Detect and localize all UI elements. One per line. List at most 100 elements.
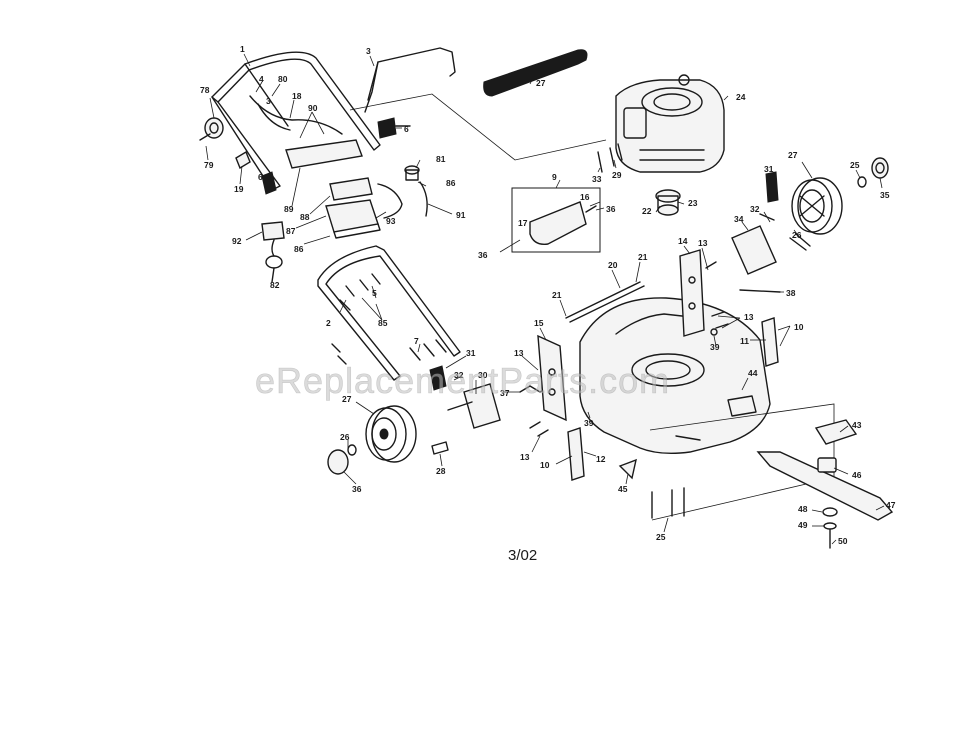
callout-34: 34 [734,214,744,224]
callout-22: 22 [642,206,652,216]
callout-32: 32 [750,204,760,214]
bolt-38 [739,289,781,293]
hub-cap-left [327,449,349,475]
battery-charger [261,221,285,283]
callout-9: 9 [552,172,557,182]
blade-washer [822,507,838,549]
carry-handle [483,49,588,97]
callout-36b: 36 [478,250,488,260]
callout-25: 25 [850,160,860,170]
screw-79 [199,133,211,141]
height-adjuster-left [447,383,501,429]
callout-50: 50 [838,536,848,546]
callout-39b: 39 [584,418,594,428]
blade-adapter-46 [817,457,837,473]
callout-91: 91 [456,210,466,220]
lower-handle [317,245,461,381]
callout-13d: 13 [520,452,530,462]
rear-shield-left [567,427,585,481]
callout-45: 45 [618,484,628,494]
callout-13b: 13 [744,312,754,322]
callout-28: 28 [436,466,446,476]
key-switch [404,165,420,181]
callout-24: 24 [736,92,746,102]
callout-27c: 27 [342,394,352,404]
callout-17: 17 [518,218,528,228]
callout-4: 4 [259,74,264,84]
rear-wheel-right [791,177,843,235]
cable-clip-19 [235,150,251,170]
callout-3: 3 [366,46,371,56]
callout-12: 12 [596,454,606,464]
wheel-bolt-28 [431,441,449,455]
callout-23: 23 [688,198,698,208]
callout-32b: 32 [454,370,464,380]
callout-78: 78 [200,85,210,95]
callout-13c: 13 [514,348,524,358]
callout-7: 7 [414,336,419,346]
callout-26: 26 [792,230,802,240]
control-cover [285,139,363,169]
mower-deck [579,297,771,455]
carriage-bolt-7 [409,339,447,361]
handle-knob-right [377,117,411,139]
callout-49: 49 [798,520,808,530]
mower-blade [756,451,894,521]
date-code: 3/02 [508,547,537,564]
callout-48: 48 [798,504,808,514]
leader-lines [205,53,885,545]
callout-46: 46 [852,470,862,480]
rear-bracket-left [537,334,567,422]
callout-10: 10 [794,322,804,332]
rear-axle [565,281,645,323]
control-box [329,177,373,201]
adjuster-knob-right [765,171,779,203]
callout-90: 90 [308,103,318,113]
callout-87: 87 [286,226,296,236]
callout-26b: 26 [340,432,350,442]
callout-6b: 6 [258,172,263,182]
callout-16: 16 [580,192,590,202]
upper-handle [211,51,381,191]
bolts-right-13 [705,261,729,329]
bail-control [364,47,456,113]
engine [615,74,725,173]
rear-wheel-left [365,405,417,463]
callout-21b: 21 [552,290,562,300]
callout-3b: 3 [266,96,271,106]
handle-bolts [339,273,381,311]
callout-43: 43 [852,420,862,430]
adjuster-knob-left [429,365,447,391]
battery-box [325,199,381,239]
callout-labels: 1 4 80 3 78 3 18 90 79 19 6 6 89 88 87 8… [200,44,896,546]
engine-bolts [597,143,623,173]
callout-15: 15 [534,318,544,328]
blade-group-frame [649,403,835,521]
callout-18: 18 [292,91,302,101]
callout-13: 13 [698,238,708,248]
callout-44: 44 [748,368,758,378]
deck-bolts [651,487,685,519]
callout-2: 2 [326,318,331,328]
callout-85: 85 [378,318,388,328]
callout-39: 39 [710,342,720,352]
bolt-left [331,343,347,365]
callout-27: 27 [536,78,546,88]
callout-19: 19 [234,184,244,194]
callout-30: 30 [478,370,488,380]
callout-79: 79 [204,160,214,170]
rear-bracket-right [679,249,705,337]
callout-86b: 86 [446,178,456,188]
callout-93: 93 [386,216,396,226]
washer-right [857,176,867,188]
callout-82: 82 [270,280,280,290]
callout-5: 5 [372,288,377,298]
callout-36: 36 [606,204,616,214]
deck-skirt [618,458,637,480]
blade-adapter-43 [814,419,858,445]
callout-6: 6 [404,124,409,134]
callout-86: 86 [294,244,304,254]
callout-10b: 10 [540,460,550,470]
callout-92: 92 [232,236,242,246]
